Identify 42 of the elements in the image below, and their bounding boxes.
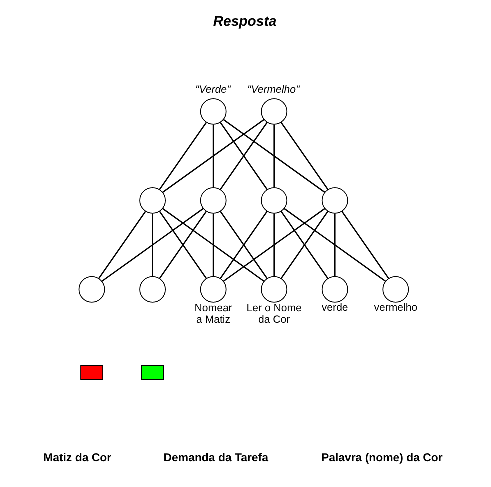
node-label: "Vermelho"	[247, 84, 300, 96]
connector	[342, 211, 390, 280]
node-circle	[322, 187, 348, 214]
node-circle	[382, 276, 410, 303]
node-label: vermelho	[374, 302, 418, 314]
node-circle	[200, 276, 227, 303]
node-circle	[261, 98, 288, 125]
node-circle	[200, 187, 227, 214]
node-circle	[322, 276, 348, 303]
connector	[162, 119, 265, 194]
connector	[334, 214, 336, 277]
node-label: verde	[322, 302, 348, 314]
connector	[274, 124, 275, 188]
connector	[280, 211, 329, 280]
node-label: "Verde"	[196, 84, 231, 96]
connector	[280, 122, 329, 190]
label: Palavra (nome) da Cor	[321, 452, 443, 464]
label: Matiz da Cor	[44, 452, 112, 464]
node-circle	[140, 187, 166, 214]
connector	[274, 214, 275, 277]
connector	[212, 124, 214, 188]
connector	[102, 208, 204, 282]
node-circle	[78, 276, 106, 303]
node-circle	[140, 276, 166, 303]
connector	[223, 208, 326, 282]
node-box	[80, 365, 104, 380]
node-box	[141, 365, 164, 380]
node-label: Nomear a Matiz	[194, 302, 232, 326]
node-circle	[200, 98, 227, 125]
connector	[159, 211, 208, 280]
node-label: Ler o Nome da Cor	[246, 302, 302, 326]
connector	[159, 122, 208, 190]
node-circle	[261, 187, 288, 214]
node-circle	[261, 276, 288, 303]
diagram-title: Resposta	[213, 12, 277, 29]
connector	[162, 208, 265, 282]
label: Demanda da Tarefa	[164, 452, 268, 464]
connector	[223, 119, 326, 194]
connector	[212, 214, 214, 277]
connector	[284, 208, 386, 282]
connector	[98, 211, 146, 280]
connector	[152, 214, 154, 277]
